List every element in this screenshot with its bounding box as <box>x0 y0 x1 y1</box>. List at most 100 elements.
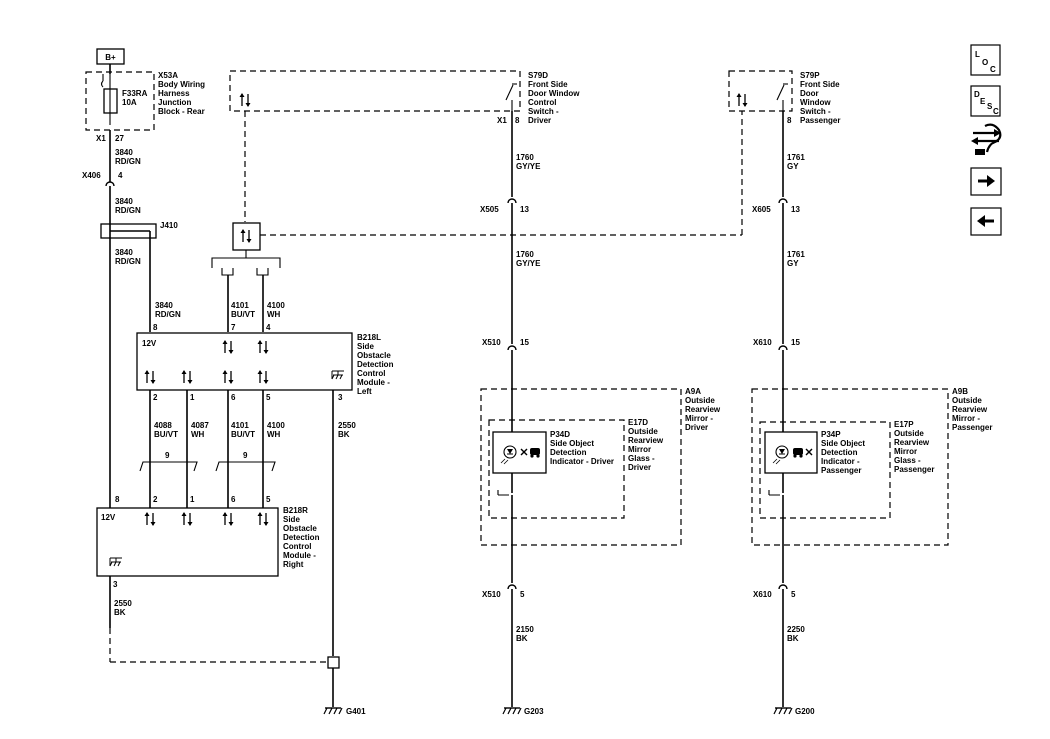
s79d-switch-outline <box>229 70 521 112</box>
diagram-label: Body Wiring <box>158 80 205 89</box>
e17d-glass-outline <box>488 419 625 519</box>
diagram-label: Side <box>283 515 300 524</box>
diagram-label: 4101 <box>231 421 249 430</box>
diagram-label: X406 <box>82 171 101 180</box>
diagram-label: BK <box>338 430 350 439</box>
diagram-label: L <box>975 50 980 59</box>
diagram-label: Right <box>283 560 304 569</box>
diagram-label: BU/VT <box>231 310 255 319</box>
diagram-label: C <box>993 107 999 116</box>
diagram-label: 1760 <box>516 250 534 259</box>
diagram-label: Driver <box>528 116 551 125</box>
diagram-label: 9 <box>243 451 248 460</box>
fuse-id: F33RA <box>122 89 148 98</box>
diagram-label: X1 <box>497 116 507 125</box>
diagram-label: 1 <box>190 495 195 504</box>
right-arrow-button[interactable] <box>970 167 1002 196</box>
diagram-label: 4 <box>266 323 271 332</box>
e17p-glass-outline <box>759 421 891 519</box>
diagram-label: Side Object <box>821 439 865 448</box>
diagram-label: 15 <box>791 338 800 347</box>
diagram-label: Block - Rear <box>158 107 205 116</box>
diagram-label: Glass - <box>894 456 921 465</box>
module-b218l <box>136 332 353 391</box>
diagram-label: 4087 <box>191 421 209 430</box>
diagram-label: BU/VT <box>231 430 255 439</box>
diagram-label: X510 <box>482 590 501 599</box>
x53a-label: X53A <box>158 71 178 80</box>
diagram-label: 1 <box>190 393 195 402</box>
p34d-label: P34D <box>550 430 570 439</box>
e17d-label: E17D <box>628 418 648 427</box>
diagram-label: 8 <box>515 116 520 125</box>
diagram-label: WH <box>191 430 205 439</box>
diagram-label: Module - <box>283 551 316 560</box>
diagram-label: 2550 <box>114 599 132 608</box>
s79p-label: S79P <box>800 71 820 80</box>
diagram-label: 3 <box>338 393 343 402</box>
diagram-label: Detection <box>357 360 394 369</box>
ground-g203: G203 <box>524 707 544 716</box>
diagram-label: Outside <box>952 396 982 405</box>
b218r-label: B218R <box>283 506 308 515</box>
left-arrow-button[interactable] <box>970 207 1002 236</box>
diagram-label: Window <box>800 98 831 107</box>
twisted-pair-marker <box>215 461 276 472</box>
diagram-label: Front Side <box>800 80 840 89</box>
x53a-junction-block-outline <box>85 71 155 131</box>
ground-splice <box>327 656 340 669</box>
diagram-label: Rearview <box>952 405 988 414</box>
s79d-label: S79D <box>528 71 548 80</box>
module-b218r <box>96 507 279 577</box>
diagram-label: BK <box>516 634 528 643</box>
diagram-label: Module - <box>357 378 390 387</box>
diagram-label: 13 <box>520 205 529 214</box>
p34p-label: P34P <box>821 430 841 439</box>
dual-arrow-icon[interactable] <box>971 123 1002 155</box>
diagram-label: Mirror <box>894 447 917 456</box>
diagram-label: GY/YE <box>516 162 541 171</box>
diagram-label: RD/GN <box>115 257 141 266</box>
diagram-label: 12V <box>101 513 116 522</box>
twisted-pair-marker <box>139 461 198 472</box>
diagram-label: D <box>974 90 980 99</box>
indicator-lamp-icon <box>500 445 540 465</box>
diagram-label: Switch - <box>528 107 559 116</box>
diagram-label: RD/GN <box>155 310 181 319</box>
diagram-label: Outside <box>894 429 924 438</box>
diagram-label: WH <box>267 310 281 319</box>
ground-g401: G401 <box>346 707 366 716</box>
diagram-label: Junction <box>158 98 191 107</box>
fuse-rating: 10A <box>122 98 137 107</box>
diagram-label: X610 <box>753 590 772 599</box>
diagram-label: Control <box>357 369 385 378</box>
diagram-label: S <box>987 102 993 111</box>
fuse-f33ra <box>100 74 118 125</box>
diagram-label: RD/GN <box>115 157 141 166</box>
diagram-label: X1 <box>96 134 106 143</box>
diagram-label: BK <box>787 634 799 643</box>
desc-button[interactable]: D E S C <box>970 85 1001 117</box>
diagram-label: Control <box>528 98 556 107</box>
diagram-label: E <box>980 97 986 106</box>
diagram-label: Indicator - Driver <box>550 457 614 466</box>
diagram-label: 5 <box>266 495 271 504</box>
diagram-label: B+ <box>105 53 116 62</box>
switch-driver <box>505 83 517 111</box>
diagram-label: Obstacle <box>283 524 317 533</box>
switch-passenger <box>776 83 788 111</box>
diagram-label: Detection <box>821 448 858 457</box>
diagram-label: 6 <box>231 393 236 402</box>
diagram-label: Mirror <box>628 445 651 454</box>
diagram-label: 2 <box>153 495 158 504</box>
diagram-label: 4088 <box>154 421 172 430</box>
diagram-label: 2550 <box>338 421 356 430</box>
left-arrow-icon <box>977 215 994 227</box>
diagram-label: Driver <box>685 423 708 432</box>
diagram-label: Driver <box>628 463 651 472</box>
diagram-label: 4100 <box>267 301 285 310</box>
loc-button[interactable]: L O C <box>970 44 1001 76</box>
diagram-label: Side <box>357 342 374 351</box>
power-source: B+ <box>96 48 125 65</box>
diagram-label: BK <box>114 608 126 617</box>
